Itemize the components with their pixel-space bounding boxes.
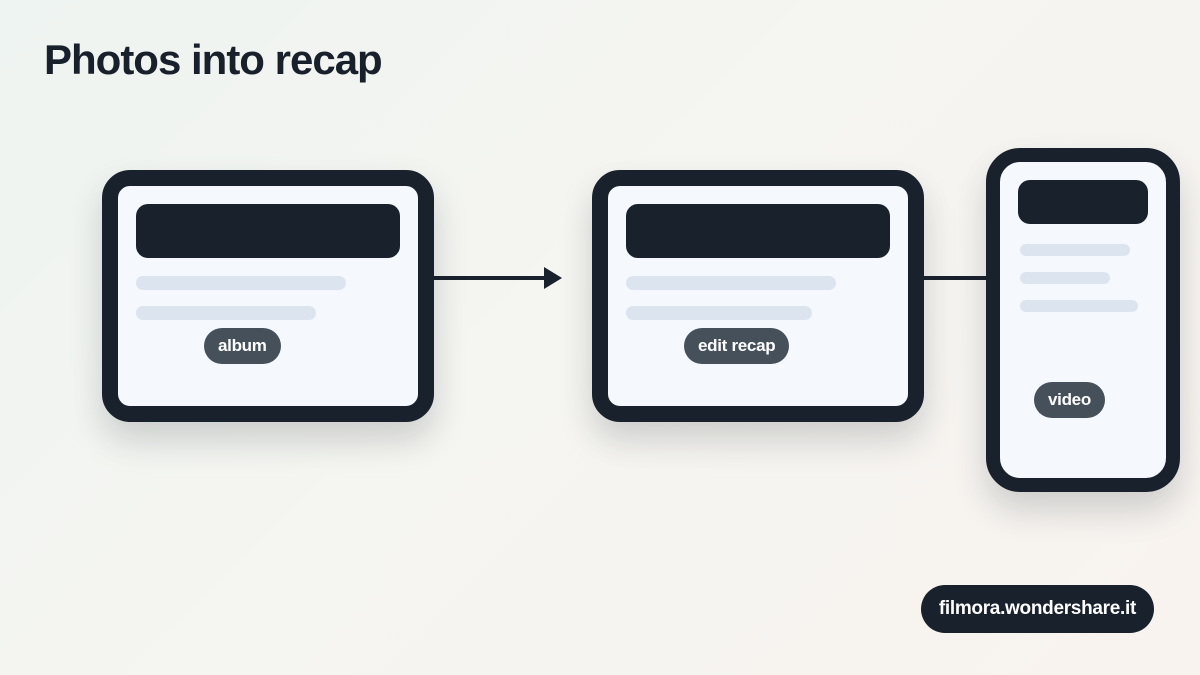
video-text-line-3	[1020, 300, 1138, 312]
edit-recap-text-line-2	[626, 306, 812, 320]
edit-recap-label: edit recap	[684, 328, 790, 364]
album-text-line-1	[136, 276, 346, 290]
album-to-edit-recap-arrowhead	[544, 267, 562, 289]
album-header-bar	[136, 204, 400, 258]
album-label: album	[204, 328, 281, 364]
video-text-line-1	[1020, 244, 1130, 256]
edit-recap-text-line-1	[626, 276, 836, 290]
footer-watermark: filmora.wondershare.it	[920, 585, 1154, 633]
edit-recap-header-bar	[626, 204, 890, 258]
album-text-line-2	[136, 306, 316, 320]
video-label: video	[1034, 382, 1105, 418]
video-text-line-2	[1020, 272, 1110, 284]
page-title: Photos into recap	[44, 36, 383, 83]
video-header-bar	[1018, 180, 1148, 224]
album-node: album	[102, 170, 434, 422]
video-node: video	[986, 148, 1180, 492]
edit-recap-node: edit recap	[592, 170, 924, 422]
